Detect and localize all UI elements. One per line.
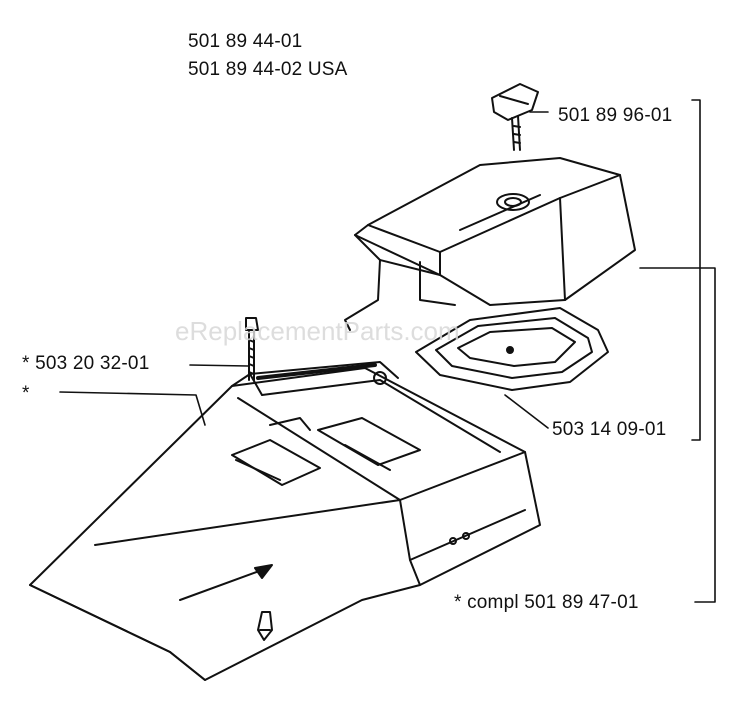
watermark: eReplacementParts.com [175, 316, 460, 346]
header-part-number-1: 501 89 44-01 [188, 31, 303, 52]
callout-kit: * compl 501 89 47-01 [454, 592, 639, 613]
callout-gasket: 503 14 09-01 [552, 419, 667, 440]
knob [491, 83, 539, 151]
gasket [415, 307, 609, 391]
header-part-number-2: 501 89 44-02 USA [188, 59, 348, 80]
callout-star: * [22, 383, 30, 404]
leader-lines [59, 99, 716, 603]
callout-screw: * 503 20 32-01 [22, 353, 150, 374]
air-filter-cover [344, 157, 636, 331]
callout-knob: 501 89 96-01 [558, 105, 673, 126]
cover-housing [29, 361, 541, 681]
screw [245, 317, 259, 381]
